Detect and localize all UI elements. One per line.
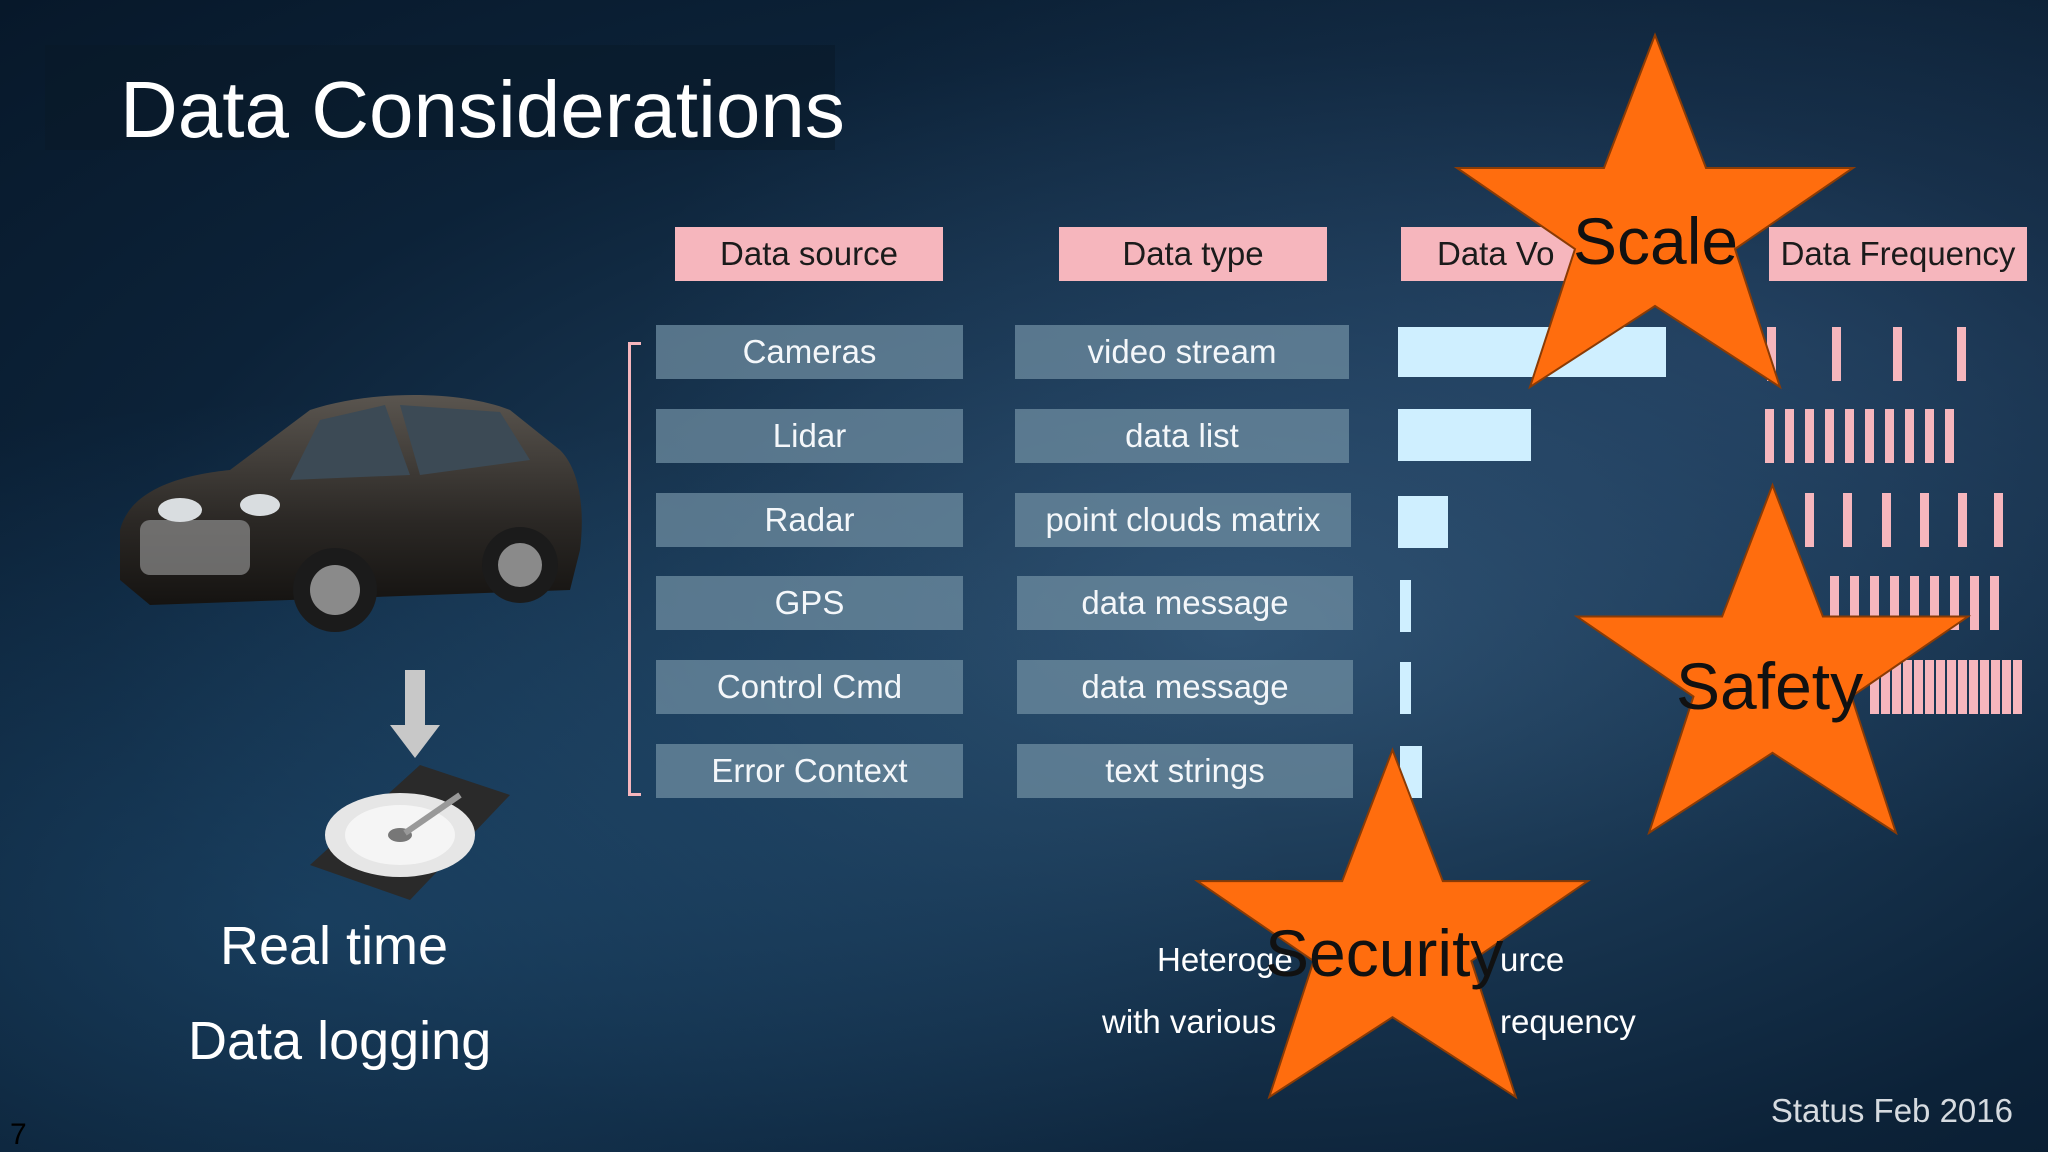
source-cell: Error Context [656,744,963,798]
source-cell: Lidar [656,409,963,463]
type-cell: video stream [1015,325,1349,379]
status-text: Status Feb 2016 [1770,1092,2013,1129]
type-cell: text strings [1017,744,1353,798]
header-data-type: Data type [1059,227,1327,281]
frequency-tick [1958,493,1967,547]
scale-star-label: Scale [1573,204,1739,278]
volume-bar-gps [1400,580,1411,632]
frequency-tick [1950,576,1959,630]
safety-star-label: Safety [1676,649,1864,723]
frequency-tick [1832,327,1841,381]
frequency-tick [1905,409,1914,463]
frequency-tick [1957,327,1966,381]
frequency-tick [1920,493,1929,547]
source-cell: GPS [656,576,963,630]
type-cell: data message [1017,576,1353,630]
source-cell: Radar [656,493,963,547]
frequency-tick [2013,660,2022,714]
frequency-tick [1990,576,1999,630]
safety-star [1573,482,1972,836]
frequency-tick [1882,493,1891,547]
frequency-tick [1930,576,1939,630]
frequency-tick [2002,660,2011,714]
frequency-tick [1914,660,1923,714]
hetero-text-left-2: with various [1102,1003,1277,1040]
volume-bar-lidar [1398,409,1531,461]
frequency-tick [1870,576,1879,630]
slide-title: Data Considerations [120,65,845,154]
frequency-tick [1947,660,1956,714]
security-star-label: Security [1265,916,1504,990]
car-image [120,395,582,632]
volume-bar-cameras [1398,327,1666,377]
frequency-tick [1994,493,2003,547]
frequency-tick [1805,409,1814,463]
header-data-source: Data source [675,227,943,281]
hard-drive-image [310,765,510,900]
frequency-tick [1980,660,1989,714]
frequency-tick [1765,409,1774,463]
scale-star [1453,32,1857,390]
frequency-tick [1945,409,1954,463]
hetero-text-right-2: requency [1500,1003,1636,1040]
frequency-tick [1825,409,1834,463]
source-cell: Cameras [656,325,963,379]
title-band [45,45,835,150]
frequency-tick [1925,409,1934,463]
caption-real-time: Real time [220,916,449,976]
frequency-tick [1785,409,1794,463]
type-cell: point clouds matrix [1015,493,1351,547]
down-arrow-icon [390,670,440,758]
row-bracket [628,342,641,796]
frequency-tick [1893,327,1902,381]
type-cell: data list [1015,409,1349,463]
frequency-tick [1903,660,1912,714]
frequency-tick [1910,576,1919,630]
header-data-frequency: Data Frequency [1769,227,2027,281]
frequency-tick [1892,660,1901,714]
frequency-tick [1885,409,1894,463]
frequency-tick [1925,660,1934,714]
frequency-tick [1890,576,1899,630]
frequency-tick [1870,660,1879,714]
frequency-tick [1805,493,1814,547]
frequency-tick [1767,327,1776,381]
volume-bar-control [1400,662,1411,714]
frequency-tick [1845,409,1854,463]
frequency-tick [1830,576,1839,630]
frequency-tick [1969,660,1978,714]
frequency-tick [1843,493,1852,547]
frequency-tick [1970,576,1979,630]
frequency-tick [1850,576,1859,630]
caption-data-logging: Data logging [188,1011,492,1071]
volume-bar-radar [1398,496,1448,548]
type-cell: data message [1017,660,1353,714]
security-star [1194,747,1591,1100]
frequency-tick [1881,660,1890,714]
hetero-text-left-1: Heteroge [1157,941,1293,978]
page-number: 7 [10,1118,27,1151]
source-cell: Control Cmd [656,660,963,714]
frequency-tick [1865,409,1874,463]
frequency-tick [1958,660,1967,714]
frequency-tick [1936,660,1945,714]
frequency-tick [1991,660,2000,714]
hetero-text-right-1: urce [1500,941,1565,978]
